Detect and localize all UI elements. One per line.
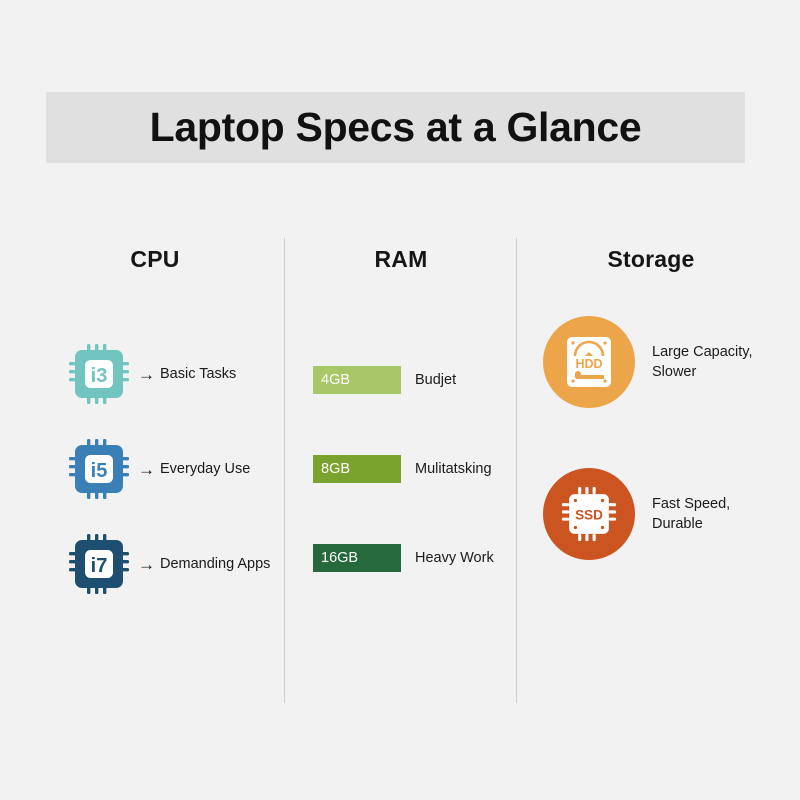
storage-desc-label: Large Capacity, Slower (652, 342, 752, 382)
ram-bar: 16GB (313, 544, 401, 572)
cpu-row-i3: i3 → Basic Tasks (68, 343, 270, 405)
ssd-circle: SSD (543, 468, 635, 560)
cpu-row-i5: i5 → Everyday Use (68, 438, 270, 500)
hard-disk-icon: HDD (567, 337, 611, 387)
cpu-chip-icon: i3 (69, 344, 129, 404)
column-divider-2 (516, 238, 517, 703)
cpu-chip-icon: i5 (69, 439, 129, 499)
ram-size-text: 16GB (321, 550, 359, 566)
column-divider-1 (284, 238, 285, 703)
ssd-chip-icon: SSD (561, 486, 617, 542)
storage-kind-text: HDD (575, 357, 602, 371)
cpu-tier-text: i7 (91, 555, 108, 577)
storage-desc-line2: Slower (652, 364, 697, 380)
arrow-right-icon: → (138, 364, 155, 384)
ram-size-text: 4GB (321, 372, 351, 388)
ram-row-4gb: 4GB Budjet (313, 366, 494, 394)
storage-desc-label: Fast Speed, Durable (652, 494, 730, 534)
cpu-column: CPU (30, 238, 280, 594)
cpu-row-list: i3 → Basic Tasks (68, 343, 270, 628)
hdd-circle: HDD (543, 316, 635, 408)
ram-row-8gb: 8GB Mulitatsking (313, 455, 494, 483)
cpu-row-i7: i7 → Demanding Apps (68, 533, 270, 595)
cpu-tier-text: i5 (91, 460, 108, 482)
ram-bar: 8GB (313, 455, 401, 483)
storage-desc-line2: Durable (652, 516, 703, 532)
ram-use-label: Mulitatsking (415, 461, 492, 477)
storage-row-ssd: SSD Fast Speed, Durable (543, 468, 752, 560)
arrow-right-icon: → (138, 459, 155, 479)
storage-desc-line1: Large Capacity, (652, 344, 753, 360)
cpu-row-label: Everyday Use (160, 461, 251, 477)
title-band: Laptop Specs at a Glance (46, 92, 745, 163)
ram-use-label: Heavy Work (415, 550, 494, 566)
page-title: Laptop Specs at a Glance (149, 104, 642, 150)
cpu-tier-text: i3 (91, 365, 108, 387)
arrow-right-icon: → (138, 554, 155, 574)
storage-column-header: Storage (607, 246, 695, 272)
ram-column: RAM 4GB Budjet 8GB Mulitatsking 16GB Hea… (290, 238, 512, 572)
cpu-chip-icon: i7 (69, 534, 129, 594)
storage-row-list: HDD Large Capacity, Slower (543, 316, 752, 620)
storage-column: Storage HDD (522, 238, 780, 560)
ram-use-label: Budjet (415, 372, 457, 388)
ram-row-list: 4GB Budjet 8GB Mulitatsking 16GB Heavy W… (313, 366, 494, 633)
ram-bar: 4GB (313, 366, 401, 394)
storage-row-hdd: HDD Large Capacity, Slower (543, 316, 752, 408)
cpu-column-header: CPU (130, 246, 180, 272)
storage-desc-line1: Fast Speed, (652, 496, 731, 512)
cpu-row-label: Basic Tasks (160, 366, 237, 382)
storage-kind-text: SSD (575, 507, 603, 522)
ram-column-header: RAM (374, 246, 428, 272)
ram-row-16gb: 16GB Heavy Work (313, 544, 494, 572)
cpu-row-label: Demanding Apps (160, 556, 271, 572)
ram-size-text: 8GB (321, 461, 351, 477)
